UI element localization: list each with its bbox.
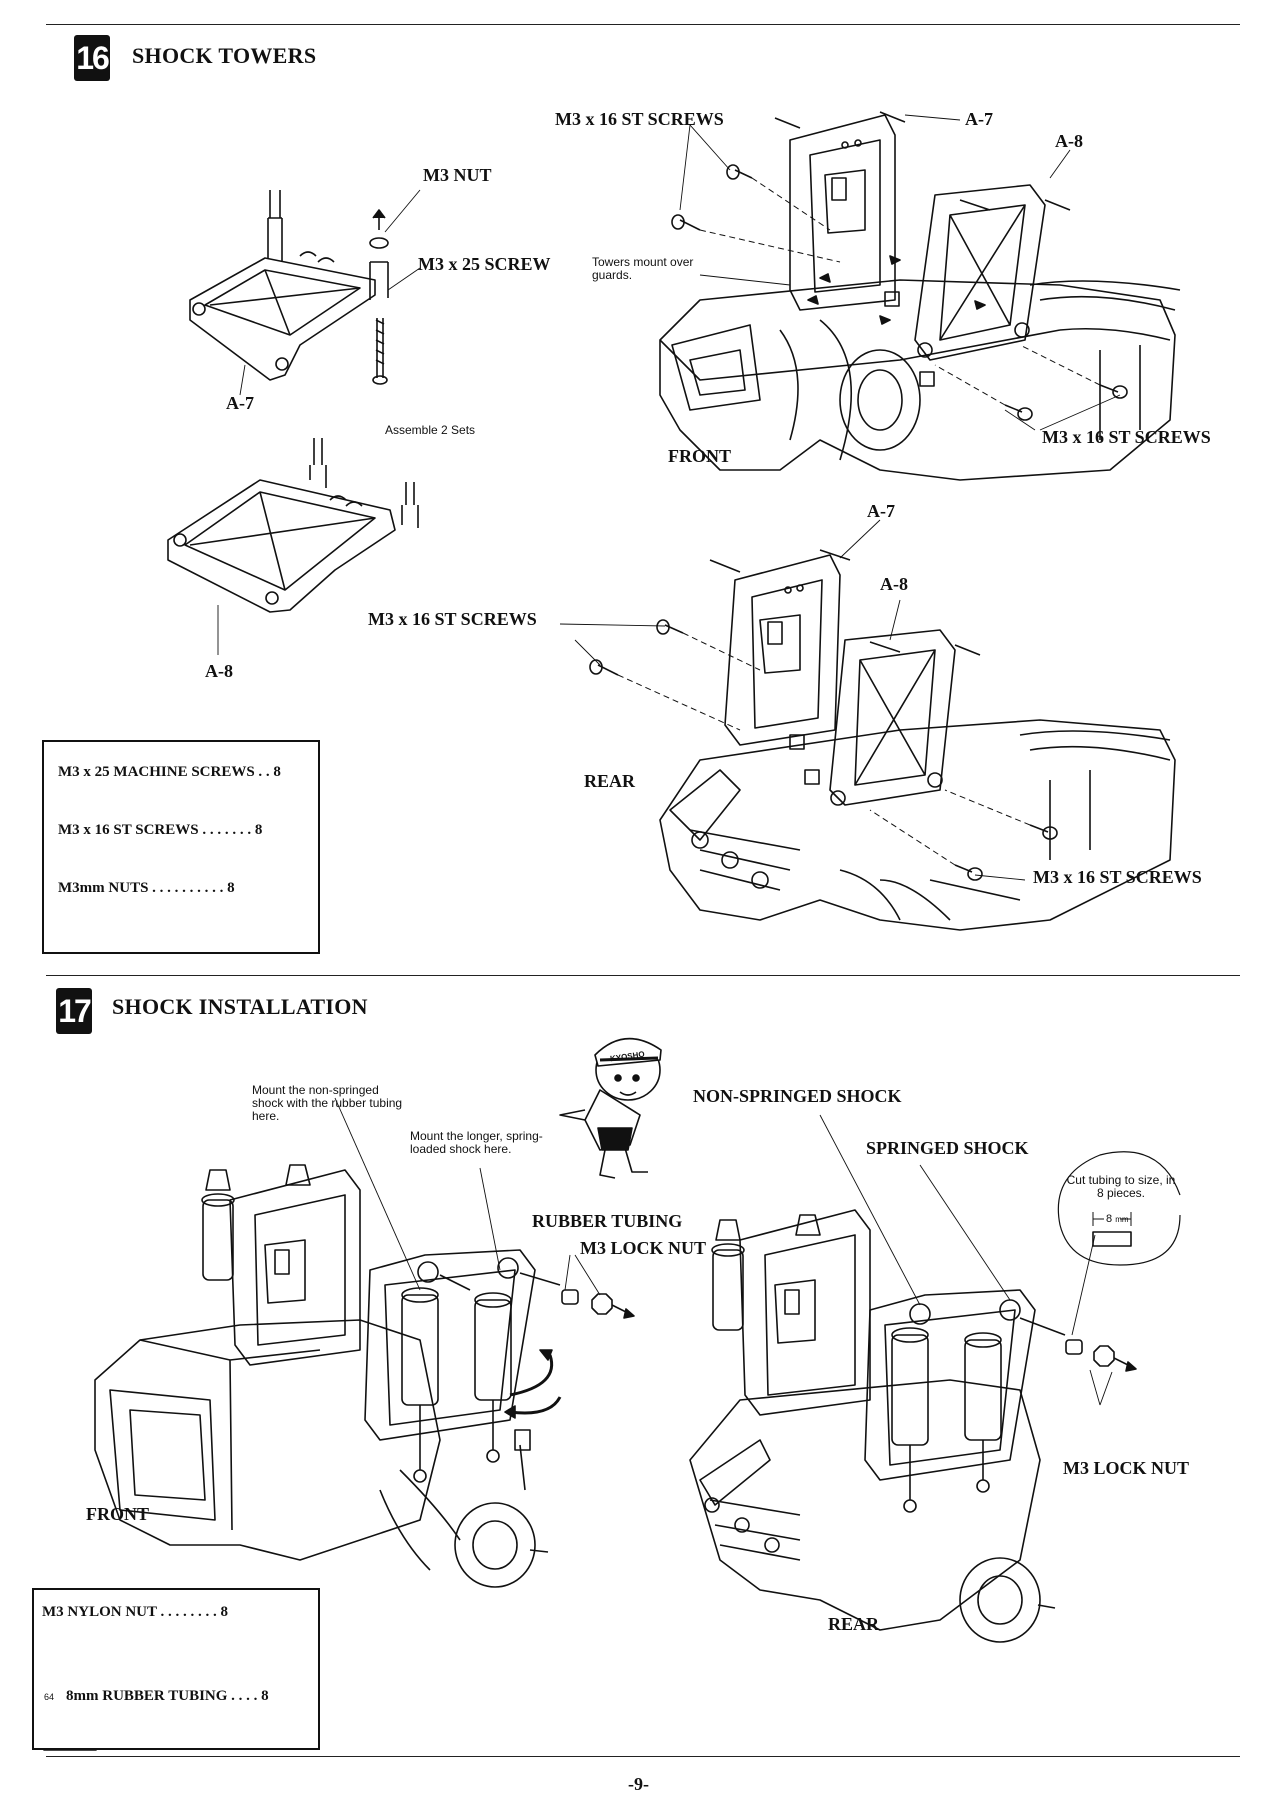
section-divider <box>46 975 1240 976</box>
label-a8-left: A-8 <box>205 661 233 681</box>
parts-16-row-3: M3mm NUTS . . . . . . . . . . 8 <box>58 880 235 896</box>
parts-box-16 <box>42 740 320 954</box>
label-a8-rear: A-8 <box>880 574 908 594</box>
label-towers-note: Towers mount over guards. <box>592 255 694 282</box>
label-front-screws: M3 x 16 ST SCREWS <box>1042 427 1211 447</box>
page-number: -9- <box>628 1774 649 1794</box>
top-rule <box>46 24 1240 25</box>
parts-17-row-2-number: 64 <box>44 1692 55 1702</box>
label-m3x16-mid: M3 x 16 ST SCREWS <box>368 609 537 629</box>
cut-tubing-callout <box>1057 1151 1181 1266</box>
rear-tower-assembly-drawing <box>589 549 1176 931</box>
label-lock-nut-right: M3 LOCK NUT <box>1063 1458 1189 1478</box>
label-rubber-tubing: RUBBER TUBING <box>532 1211 683 1231</box>
label-a8-top: A-8 <box>1055 131 1083 151</box>
label-rear-screws: M3 x 16 ST SCREWS <box>1033 867 1202 887</box>
label-front-17: FRONT <box>86 1504 149 1524</box>
front-shock-assembly-drawing <box>94 1164 635 1588</box>
label-non-springed-shock: NON-SPRINGED SHOCK <box>693 1086 902 1106</box>
note-nonspringed: Mount the non-springed shock with the ru… <box>252 1083 403 1123</box>
parts-box-17 <box>32 1588 320 1750</box>
parts-17-row-2: 8mm RUBBER TUBING . . . . 8 <box>66 1688 269 1704</box>
parts-17-row-1: M3 NYLON NUT . . . . . . . . 8 <box>42 1604 228 1620</box>
label-a7-left: A-7 <box>226 393 254 413</box>
label-rear-16: REAR <box>584 771 636 791</box>
label-assemble-2-sets: Assemble 2 Sets <box>385 423 476 437</box>
label-cut-tubing: Cut tubing to size, in 8 pieces. <box>1066 1173 1176 1200</box>
label-top-screws: M3 x 16 ST SCREWS <box>555 109 724 129</box>
rear-shock-assembly-drawing <box>689 1209 1137 1643</box>
label-a7-rear: A-7 <box>867 501 895 521</box>
bottom-rule <box>46 1756 1240 1757</box>
label-springed-shock: SPRINGED SHOCK <box>866 1138 1029 1158</box>
label-lock-nut-top: M3 LOCK NUT <box>580 1238 706 1258</box>
step-17-title: SHOCK INSTALLATION <box>112 994 368 1019</box>
mascot-boy-drawing <box>559 1037 662 1179</box>
a8-tower-drawing <box>167 438 419 613</box>
front-tower-assembly-drawing <box>659 111 1181 481</box>
note-longer-shock: Mount the longer, spring-loaded shock he… <box>410 1129 543 1156</box>
label-8-mm: 8 mm <box>1106 1213 1129 1225</box>
label-rear-17: REAR <box>828 1614 880 1634</box>
step-16-badge: 16 <box>74 35 110 81</box>
parts-16-row-1: M3 x 25 MACHINE SCREWS . . 8 <box>58 764 281 780</box>
parts-16-row-2: M3 x 16 ST SCREWS . . . . . . . 8 <box>58 822 263 838</box>
step-17-badge: 17 <box>56 988 92 1034</box>
a7-tower-drawing <box>189 190 389 385</box>
label-m3-nut: M3 NUT <box>423 165 492 185</box>
label-m3x25-screw: M3 x 25 SCREW <box>418 254 551 274</box>
label-front-16: FRONT <box>668 446 731 466</box>
step-16-title: SHOCK TOWERS <box>132 43 317 68</box>
label-a7-top: A-7 <box>965 109 993 129</box>
